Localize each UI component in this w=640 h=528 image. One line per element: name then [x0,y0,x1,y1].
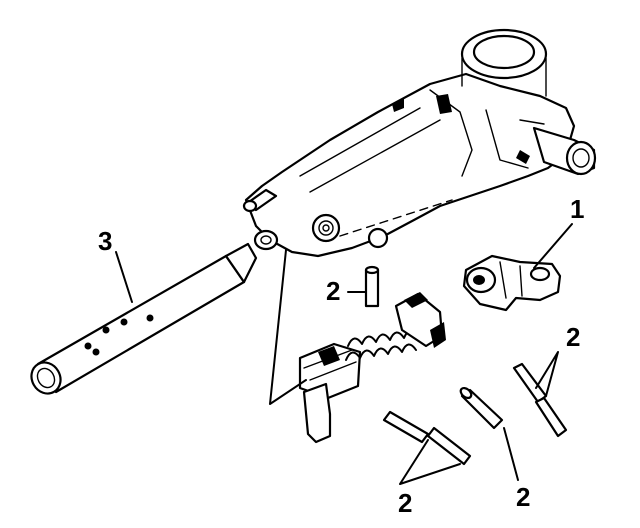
callout-2-right: 2 [566,322,580,352]
callout-2-lower-left: 2 [398,488,412,518]
spring-pin-a [364,265,380,308]
leader-lines [115,223,573,485]
spring-pin-b [459,386,504,430]
detent-spring-assembly [298,292,446,444]
spring-pin-d [382,410,472,466]
callout-3: 3 [98,226,112,256]
interlock-bracket [462,254,562,312]
spring-pin-c [512,362,568,438]
callout-1: 1 [570,194,584,224]
shift-housing [242,28,597,258]
callout-2-middle: 2 [516,482,530,512]
shift-rail-tube [30,242,258,395]
callout-2-upper: 2 [326,276,340,306]
